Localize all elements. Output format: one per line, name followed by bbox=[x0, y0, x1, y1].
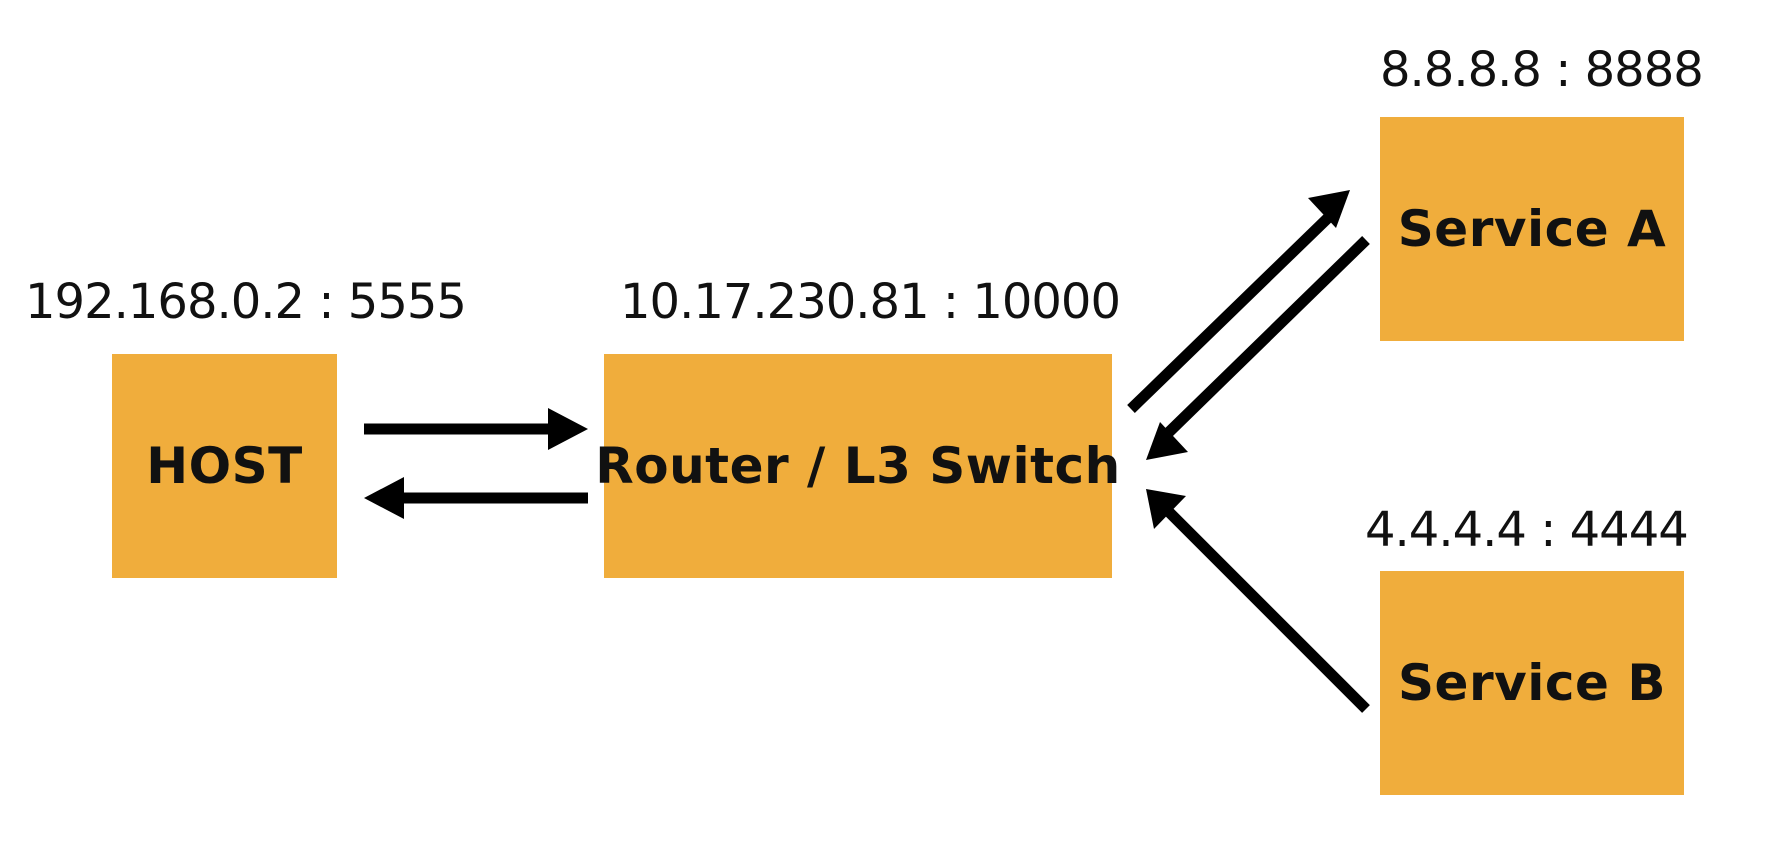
service-a-node-label: Service A bbox=[1397, 200, 1667, 258]
service-b-node-label: Service B bbox=[1398, 654, 1666, 712]
arrow-service-b-to-router bbox=[1146, 489, 1370, 713]
host-address-label: 192.168.0.2 : 5555 bbox=[25, 274, 467, 330]
service-b-address-label: 4.4.4.4 : 4444 bbox=[1365, 502, 1689, 558]
service-b-node: Service B bbox=[1380, 571, 1684, 795]
host-node: HOST bbox=[112, 354, 337, 578]
router-node: Router / L3 Switch bbox=[595, 354, 1120, 578]
host-node-label: HOST bbox=[146, 437, 303, 495]
arrow-host-to-router bbox=[364, 408, 588, 450]
service-a-node: Service A bbox=[1380, 117, 1684, 341]
router-node-label: Router / L3 Switch bbox=[595, 437, 1121, 495]
service-a-address-label: 8.8.8.8 : 8888 bbox=[1380, 42, 1704, 98]
arrow-router-to-host bbox=[364, 477, 588, 519]
arrow-service-a-to-router bbox=[1146, 236, 1370, 460]
router-address-label: 10.17.230.81 : 10000 bbox=[620, 274, 1121, 330]
arrow-router-to-service-a bbox=[1127, 190, 1350, 413]
